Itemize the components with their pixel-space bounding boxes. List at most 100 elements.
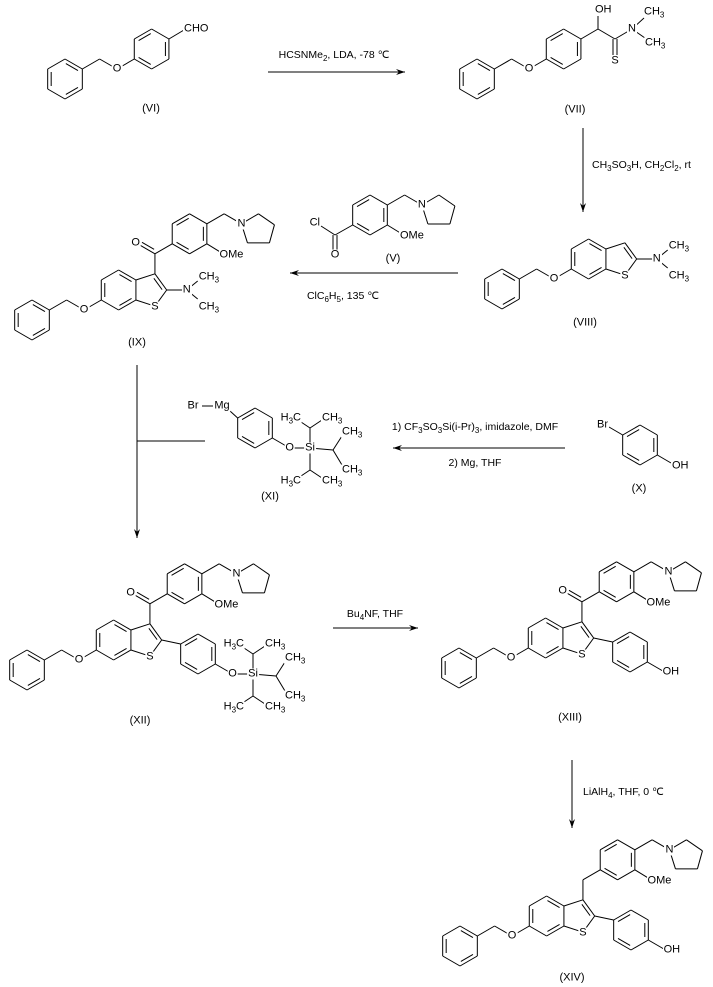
methyl-label: CH3 — [321, 474, 344, 489]
atom-label-o: O — [557, 584, 568, 597]
bond — [275, 675, 286, 692]
ring-bond — [528, 647, 546, 659]
double-bond-line — [617, 938, 631, 946]
atom-label-o: O — [506, 929, 518, 942]
compound-label-ix: (IX) — [128, 336, 146, 349]
ring-bond — [134, 58, 152, 70]
ring-bond — [629, 661, 648, 673]
bond — [494, 58, 512, 70]
ring-bond — [31, 299, 50, 311]
atom-label-o: O — [329, 248, 341, 261]
double-bond-line — [604, 867, 617, 876]
ring-bond — [118, 269, 137, 281]
ring-bond — [442, 955, 461, 967]
ring-bond — [258, 213, 275, 226]
double-bond-line — [171, 567, 184, 576]
ring-bond — [237, 407, 256, 419]
ring-bond — [617, 839, 636, 851]
bond — [594, 915, 614, 921]
double-bond-line — [65, 63, 79, 71]
reaction-condition-step1: HCSNMe2, LDA, -78 ℃ — [278, 48, 390, 63]
reaction-condition-step3: ClC6H5, 135 ℃ — [306, 289, 380, 304]
bond — [581, 621, 595, 639]
bond — [161, 639, 181, 645]
double-bond-line — [184, 638, 198, 646]
compound-label-xiv: (XIV) — [559, 971, 585, 984]
ring-bond — [47, 88, 66, 100]
double-bond-line — [589, 243, 602, 251]
bond — [597, 28, 616, 40]
bond — [563, 899, 584, 907]
ring-bond — [599, 869, 618, 881]
arrowhead-icon — [580, 203, 586, 212]
methyl-label: CH3 — [197, 270, 221, 285]
ring-bond — [613, 939, 632, 951]
ring-bond — [571, 268, 589, 280]
methyl-label: CH3 — [284, 689, 307, 704]
atom-label-o: O — [284, 441, 295, 454]
double-bond-line — [171, 591, 184, 600]
compound-label-v: (V) — [385, 252, 401, 265]
bond — [562, 621, 583, 629]
double-bond-line — [65, 87, 79, 95]
ring-bond — [459, 58, 478, 70]
atom-label-ome: OMe — [218, 248, 245, 261]
ring-bond — [237, 437, 256, 449]
bond — [168, 29, 185, 40]
double-bond-line — [153, 278, 163, 290]
ring-bond — [630, 939, 649, 951]
ring-bond — [26, 649, 45, 661]
double-bond-line — [459, 652, 473, 660]
bond — [476, 647, 494, 659]
ring-bond — [64, 88, 83, 100]
atom-label-s: S — [620, 269, 630, 282]
double-bond-line — [184, 662, 198, 670]
methyl-label: H3C — [222, 700, 245, 715]
ring-bond — [184, 593, 203, 605]
ring-bond — [47, 58, 66, 70]
ring-bond — [118, 299, 137, 311]
methyl-label: CH3 — [667, 269, 691, 284]
double-bond-line — [356, 199, 370, 207]
ring-bond — [184, 563, 203, 575]
atom-label-ome: OMe — [646, 874, 673, 887]
methyl-label: CH3 — [321, 411, 344, 426]
compound-label-x: (X) — [631, 482, 647, 495]
double-bond-line — [623, 247, 633, 259]
ring-bond — [64, 58, 83, 70]
ring-bond — [501, 268, 520, 280]
bond — [309, 469, 323, 479]
arrowhead-icon — [396, 69, 405, 75]
methyl-label: CH3 — [264, 637, 287, 652]
methyl-label: CH3 — [341, 425, 364, 440]
bond — [624, 242, 638, 260]
double-bond-line — [550, 33, 564, 41]
atom-label-n: N — [627, 22, 637, 35]
atom-label-o: O — [523, 62, 535, 75]
ring-bond — [546, 925, 565, 937]
ring-bond — [616, 591, 635, 603]
atom-label-o: O — [548, 272, 560, 285]
bond — [229, 410, 239, 419]
ring-bond — [612, 631, 631, 643]
double-bond-line — [502, 297, 516, 305]
bond — [252, 645, 266, 655]
methyl-label: CH3 — [264, 700, 287, 715]
bond — [154, 243, 173, 255]
reaction-condition-step6: LiAlH4, THF, 0 ℃ — [583, 785, 664, 800]
double-bond-line — [176, 241, 189, 250]
atom-label-oh: OH — [594, 3, 613, 16]
double-bond-line — [32, 328, 46, 336]
ring-bond — [613, 909, 632, 921]
ring-bond — [96, 619, 114, 631]
bond — [387, 194, 405, 206]
bond — [309, 419, 323, 429]
ring-bond — [588, 238, 607, 250]
bond — [608, 426, 623, 436]
double-bond-line — [356, 223, 370, 231]
methyl-label: H3C — [279, 474, 302, 489]
double-bond-line — [459, 676, 473, 684]
arrowhead-icon — [569, 819, 575, 828]
ring-bond — [546, 28, 564, 40]
ring-bond — [458, 677, 477, 689]
